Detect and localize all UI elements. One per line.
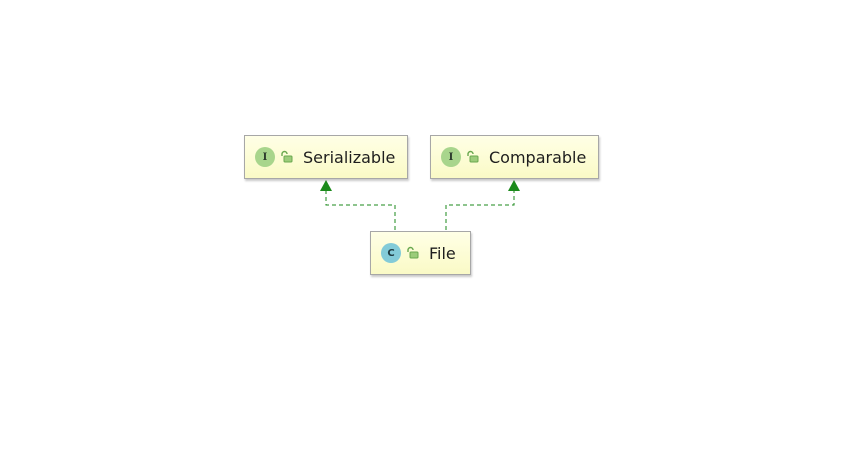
- node-serializable[interactable]: I Serializable: [244, 135, 408, 179]
- class-kind-icon: C: [381, 243, 401, 263]
- unlocked-padlock-icon: [281, 150, 293, 163]
- node-file[interactable]: C File: [370, 231, 471, 275]
- edge-file-to-comparable: [445, 180, 520, 230]
- unlocked-padlock-icon: [407, 246, 419, 259]
- unlocked-padlock-icon: [467, 150, 479, 163]
- node-label: File: [429, 243, 456, 263]
- edge-file-to-serializable: [320, 180, 396, 230]
- interface-kind-icon: I: [441, 147, 461, 167]
- node-comparable[interactable]: I Comparable: [430, 135, 599, 179]
- arrowhead-comparable: [508, 180, 520, 191]
- arrowhead-serializable: [320, 180, 332, 191]
- node-label: Comparable: [489, 147, 587, 167]
- interface-kind-icon: I: [255, 147, 275, 167]
- node-label: Serializable: [303, 147, 396, 167]
